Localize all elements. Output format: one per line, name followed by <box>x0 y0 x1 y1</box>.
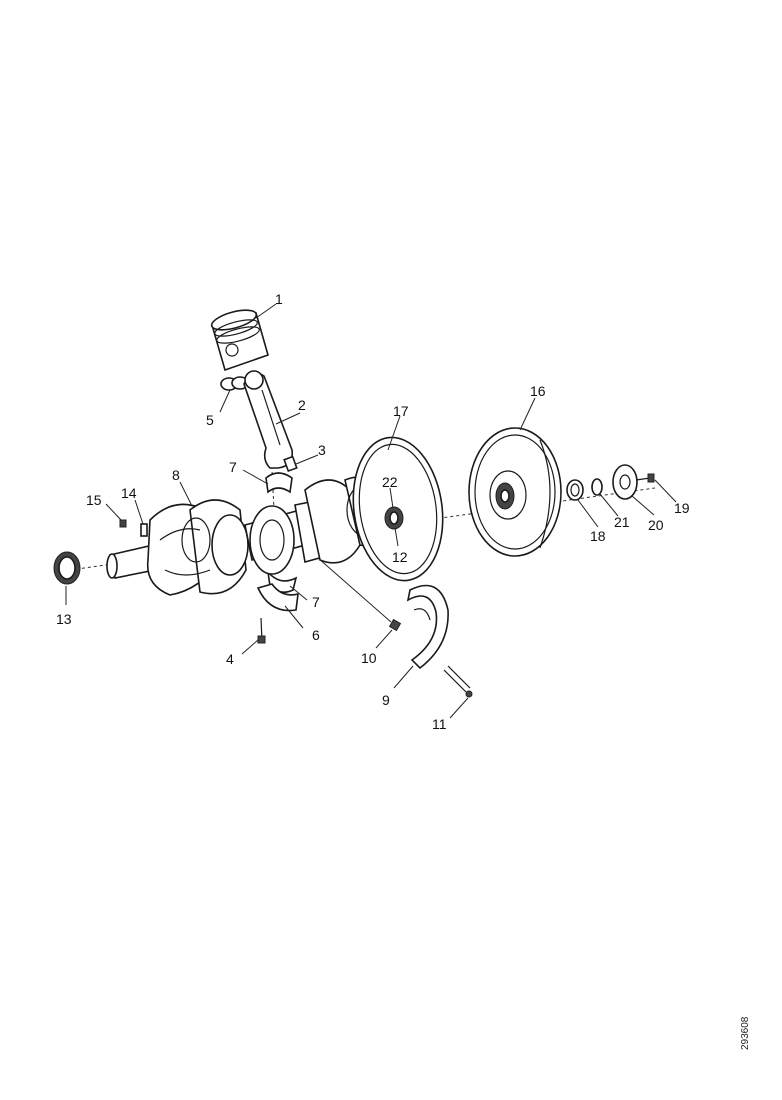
callout-15: 15 <box>86 492 102 508</box>
key <box>140 523 148 537</box>
callout-6: 6 <box>312 627 320 643</box>
front-oil-seal <box>53 551 81 585</box>
dowel <box>119 519 127 528</box>
crankshaft <box>106 475 391 596</box>
rod-bolt <box>283 455 298 473</box>
callout-9: 9 <box>382 692 390 708</box>
callout-8: 8 <box>172 467 180 483</box>
callout-12: 12 <box>392 549 408 565</box>
callout-16: 16 <box>530 383 546 399</box>
flywheel-cover <box>406 584 449 670</box>
callout-5: 5 <box>206 412 214 428</box>
callout-18: 18 <box>590 528 606 544</box>
callout-3: 3 <box>318 442 326 458</box>
callout-17: 17 <box>393 403 409 419</box>
connecting-rod <box>243 370 294 469</box>
callout-11: 11 <box>432 716 447 732</box>
callout-13: 13 <box>56 611 72 627</box>
leader-lines <box>65 303 677 719</box>
reference-code: 293608 <box>740 1016 751 1050</box>
callout-19: 19 <box>674 500 690 516</box>
bearing-shell-upper <box>265 472 293 494</box>
pilot-bushing <box>384 506 404 530</box>
cap-bolt <box>257 617 266 644</box>
callout-10: 10 <box>361 650 377 666</box>
callout-7-upper: 7 <box>229 459 237 475</box>
retainer-plate <box>612 464 638 500</box>
flywheel-bolt <box>635 473 655 483</box>
pilot-bearing <box>566 479 584 501</box>
piston <box>210 309 269 372</box>
callout-1: 1 <box>275 291 283 307</box>
flywheel <box>468 427 562 557</box>
callout-21: 21 <box>614 514 630 530</box>
callout-20: 20 <box>648 517 664 533</box>
callout-2: 2 <box>298 397 306 413</box>
cover-bolt <box>443 665 473 698</box>
plug <box>388 618 402 632</box>
callout-22: 22 <box>382 474 398 490</box>
callout-4: 4 <box>226 651 234 667</box>
rod-cap <box>256 583 299 612</box>
washer <box>591 478 603 496</box>
callout-14: 14 <box>121 485 137 501</box>
callout-7-lower: 7 <box>312 594 320 610</box>
